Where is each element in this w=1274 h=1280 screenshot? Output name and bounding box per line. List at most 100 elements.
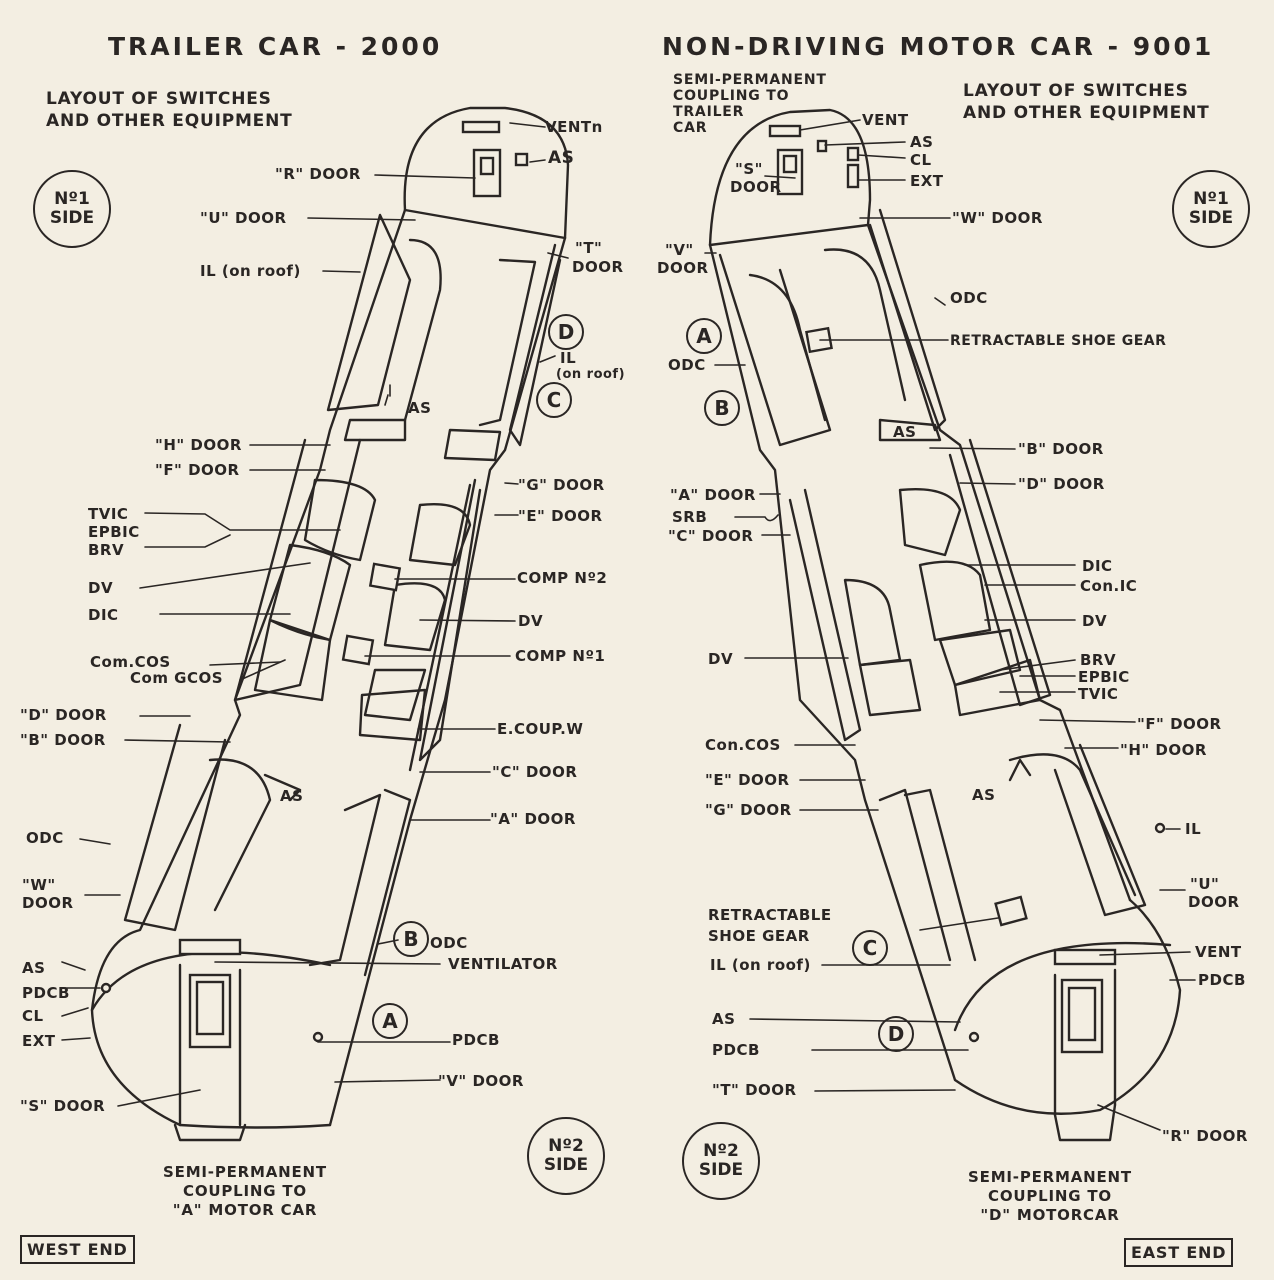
- label-epbic: EPBIC: [1078, 668, 1130, 686]
- motor-circle-a: A: [686, 318, 722, 354]
- label-tvic: TVIC: [88, 505, 129, 523]
- label-il-on-roof: (on roof): [556, 367, 626, 382]
- label-pdcb-end: PDCB: [1198, 971, 1246, 989]
- label-dv-left: DV: [88, 579, 114, 597]
- label-g-door: "G" DOOR: [518, 476, 605, 494]
- label-comp1: COMP Nº1: [515, 647, 606, 665]
- east-end-box: EAST END: [1124, 1238, 1234, 1267]
- label-tvic: TVIC: [1078, 685, 1119, 703]
- label-dic: DIC: [88, 606, 119, 624]
- label-as-low: AS: [280, 787, 304, 805]
- label-shoe-gear2b: SHOE GEAR: [708, 927, 810, 945]
- label-u-door: "U": [1190, 875, 1220, 893]
- label-as-top: AS: [548, 148, 575, 168]
- label-il: IL: [1185, 820, 1202, 838]
- label-t-door: "T": [575, 239, 603, 257]
- label-b-door: "B" DOOR: [1018, 440, 1104, 458]
- trailer-subtitle: LAYOUT OF SWITCHES AND OTHER EQUIPMENT: [46, 88, 293, 132]
- trailer-circle-b: B: [393, 921, 429, 957]
- trailer-coupling-caption: SEMI-PERMANENT COUPLING TO "A" MOTOR CAR: [163, 1163, 327, 1219]
- label-w-door: "W": [22, 876, 56, 894]
- label-h-door: "H" DOOR: [1120, 741, 1207, 759]
- motor-subtitle: LAYOUT OF SWITCHES AND OTHER EQUIPMENT: [963, 80, 1210, 124]
- label-f-door: "F" DOOR: [1137, 715, 1222, 733]
- label-as-mid: AS: [893, 423, 917, 441]
- label-t-door: "T" DOOR: [712, 1081, 797, 1099]
- label-brv: BRV: [1080, 651, 1117, 669]
- label-epbic: EPBIC: [88, 523, 140, 541]
- label-as-low: AS: [972, 786, 996, 804]
- label-il: IL: [560, 349, 577, 367]
- label-c-door: "C" DOOR: [492, 763, 578, 781]
- label-shoe-gear2a: RETRACTABLE: [708, 906, 832, 924]
- label-il-roof: IL (on roof): [200, 262, 301, 280]
- label-ventilator: VENTILATOR: [448, 955, 558, 973]
- label-odc-right: ODC: [430, 934, 468, 952]
- label-s-door: "S": [735, 160, 763, 178]
- label-h-door: "H" DOOR: [155, 436, 242, 454]
- label-u-door: "U" DOOR: [200, 209, 287, 227]
- label-vent-end: VENT: [1195, 943, 1242, 961]
- label-com-gcos: Com GCOS: [130, 669, 224, 687]
- label-dv-right: DV: [1082, 612, 1108, 630]
- label-odc-left: ODC: [26, 829, 64, 847]
- label-ext-end: EXT: [22, 1032, 56, 1050]
- label-u-door2: DOOR: [1188, 893, 1240, 911]
- label-shoe-gear: RETRACTABLE SHOE GEAR: [950, 333, 1167, 349]
- motor-coupling-top-caption: SEMI-PERMANENT COUPLING TO TRAILER CAR: [673, 72, 827, 136]
- label-f-door: "F" DOOR: [155, 461, 240, 479]
- motor-subtitle-line1: LAYOUT OF SWITCHES: [963, 81, 1189, 101]
- label-cl-end: CL: [22, 1007, 44, 1025]
- label-vent: VENTn: [545, 118, 603, 136]
- trailer-circle-c: C: [536, 382, 572, 418]
- trailer-car-outline: [90, 106, 570, 1142]
- trailer-subtitle-line1: LAYOUT OF SWITCHES: [46, 89, 272, 109]
- label-d-door: "D" DOOR: [1018, 475, 1105, 493]
- motor-circle-c: C: [852, 930, 888, 966]
- label-pdcb-right: PDCB: [452, 1031, 500, 1049]
- label-s-door: "S" DOOR: [20, 1097, 106, 1115]
- label-as-top: AS: [910, 133, 934, 151]
- label-pdcb-left: PDCB: [712, 1041, 760, 1059]
- label-r-door: "R" DOOR: [275, 165, 361, 183]
- label-dic: DIC: [1082, 557, 1113, 575]
- label-a-door: "A" DOOR: [670, 486, 756, 504]
- label-g-door: "G" DOOR: [705, 801, 792, 819]
- label-con-cos: Con.COS: [705, 736, 781, 754]
- label-r-door: "R" DOOR: [1162, 1127, 1248, 1145]
- motor-leader-lines: [704, 119, 1196, 1131]
- label-odc-left: ODC: [668, 356, 706, 374]
- label-brv: BRV: [88, 541, 125, 559]
- trailer-car-title: TRAILER CAR - 2000: [108, 32, 443, 61]
- motor-circle-b: B: [704, 390, 740, 426]
- label-odc-top: ODC: [950, 289, 988, 307]
- label-t-door2: DOOR: [572, 258, 624, 276]
- label-ext-top: EXT: [910, 172, 944, 190]
- label-b-door: "B" DOOR: [20, 731, 106, 749]
- label-e-door: "E" DOOR: [518, 507, 603, 525]
- label-w-door2: DOOR: [22, 894, 74, 912]
- label-pdcb-end: PDCB: [22, 984, 70, 1002]
- label-v-door: "V": [665, 241, 694, 259]
- label-as-mid: AS: [408, 399, 432, 417]
- label-dv-right: DV: [518, 612, 544, 630]
- trailer-subtitle-line2: AND OTHER EQUIPMENT: [46, 111, 293, 131]
- label-vent: VENT: [862, 111, 909, 129]
- label-as-end: AS: [712, 1010, 736, 1028]
- label-v-door2: DOOR: [657, 259, 709, 277]
- label-c-door: "C" DOOR: [668, 527, 754, 545]
- label-dv-left: DV: [708, 650, 734, 668]
- trailer-leader-lines: [61, 122, 569, 1107]
- motor-car-title: NON-DRIVING MOTOR CAR - 9001: [662, 32, 1215, 61]
- motor-coupling-caption: SEMI-PERMANENT COUPLING TO "D" MOTORCAR: [968, 1168, 1132, 1224]
- label-d-door: "D" DOOR: [20, 706, 107, 724]
- trailer-circle-a: A: [372, 1003, 408, 1039]
- label-il-roof: IL (on roof): [710, 956, 811, 974]
- label-e-door: "E" DOOR: [705, 771, 790, 789]
